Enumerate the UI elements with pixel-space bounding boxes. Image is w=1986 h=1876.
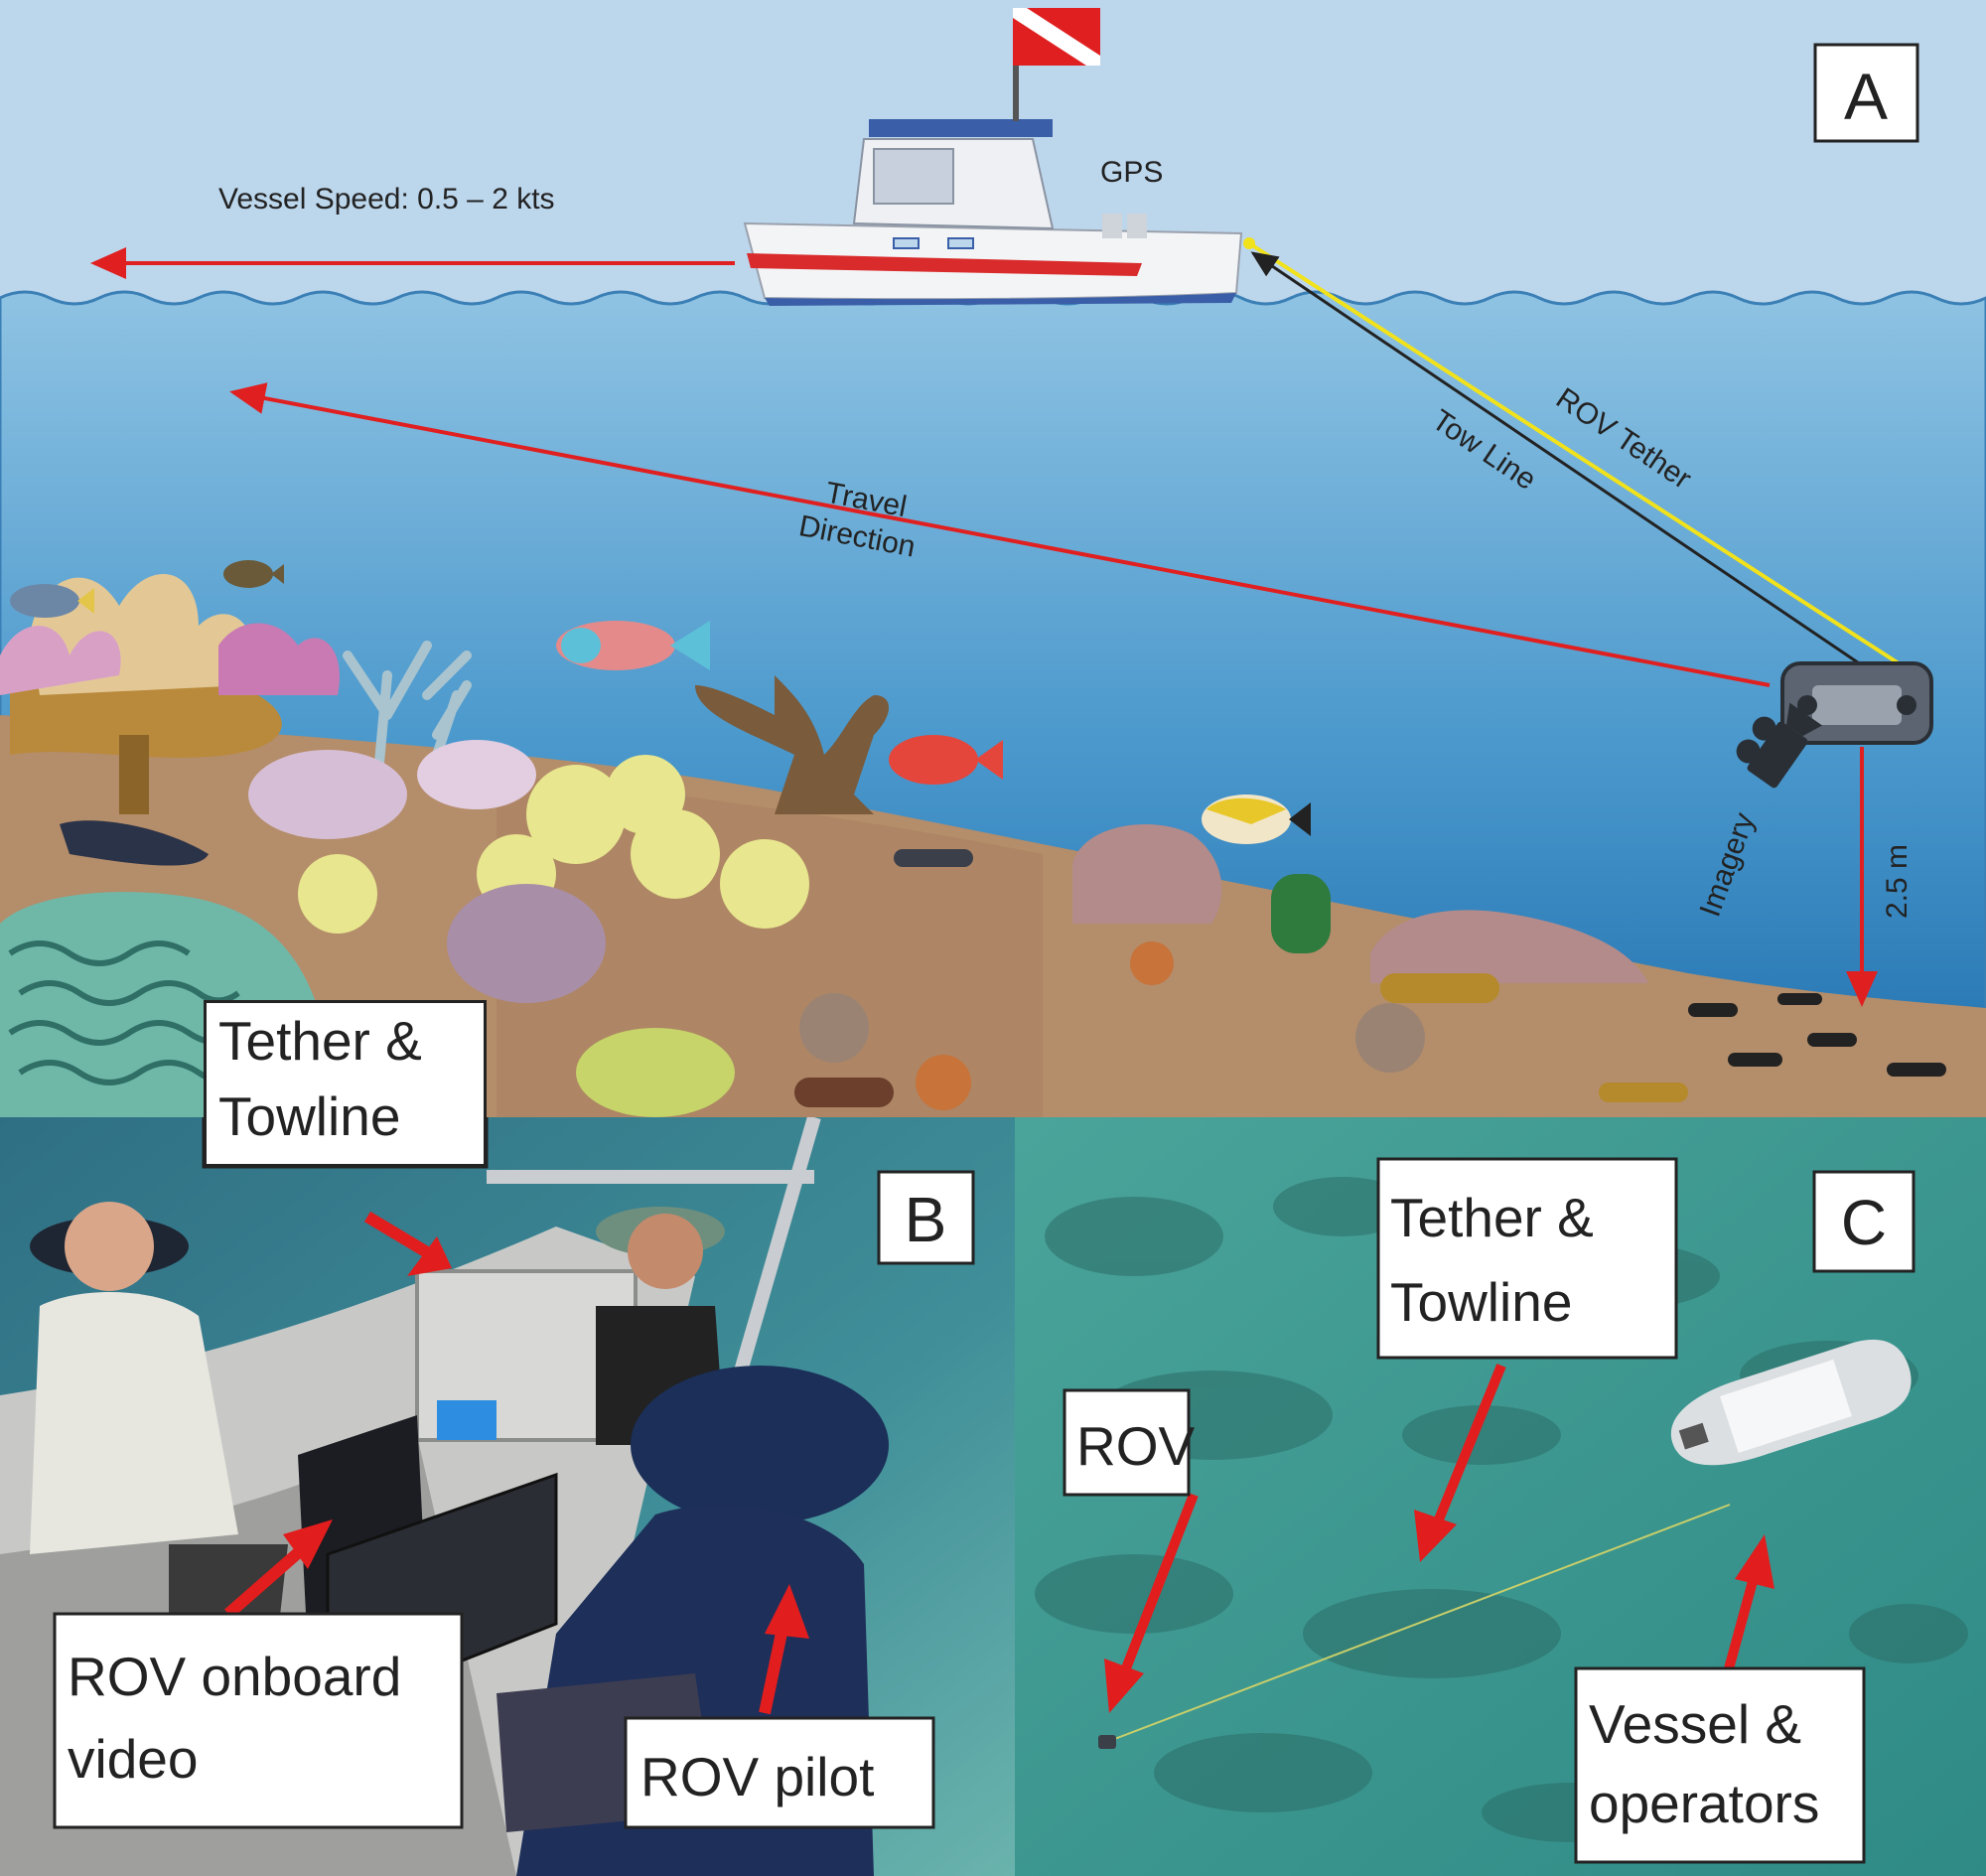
rov-label-box: [1063, 1388, 1191, 1497]
vessel-line2: operators: [1589, 1773, 1819, 1834]
rov-arrow: [1119, 1493, 1199, 1675]
tang-fish-icon: [223, 560, 284, 588]
urchin-icon: [916, 1055, 971, 1110]
tether-towline-arrow: [1432, 1364, 1506, 1526]
brown-coral-icon: [695, 675, 889, 814]
triggerfish-icon: [1202, 794, 1311, 844]
panel-a-letter: A: [1844, 60, 1888, 133]
panel-a-diagram: Vessel Speed: 0.5 – 2 kts GPS Travel Dir…: [0, 0, 1986, 1117]
vessel-speed-label: Vessel Speed: 0.5 – 2 kts: [218, 183, 555, 216]
panel-a-letter-box: [1813, 43, 1919, 143]
rov-arrowhead: [1104, 1659, 1144, 1713]
rov-onboard-arrow: [224, 1539, 312, 1619]
plate-coral-icon: [248, 750, 407, 839]
tether-towline-line2: Towline: [1390, 1271, 1572, 1333]
tether-towline-arrowhead: [407, 1236, 452, 1276]
plate-coral-icon: [417, 740, 536, 809]
rov-pilot-label-box: [624, 1716, 935, 1829]
mound-coral-icon: [1072, 824, 1222, 924]
person-left-icon: [30, 1202, 288, 1634]
mound-coral-icon: [1370, 910, 1648, 983]
boat-icon: [1670, 1339, 1912, 1466]
panel-a-svg: Vessel Speed: 0.5 – 2 kts GPS Travel Dir…: [0, 0, 1986, 1117]
tether-towline-overlay-line2: Towline: [218, 1085, 401, 1147]
vessel-arrow: [1720, 1572, 1760, 1685]
panel-b-svg: Tether & Towline B ROV onboard video ROV…: [0, 1117, 1015, 1876]
tow-line: [1250, 251, 1878, 677]
rov-icon: [1098, 1735, 1116, 1749]
surgeonfish-icon: [10, 584, 94, 618]
sea-cucumber-icon: [794, 849, 1946, 1107]
panel-b-letter-box: [877, 1170, 975, 1265]
urchin-icon: [1130, 941, 1174, 985]
mound-coral-icon: [447, 884, 606, 1003]
grouper-icon: [889, 735, 1003, 785]
vessel-arrowhead: [1735, 1534, 1774, 1589]
dive-flag-icon: [1013, 8, 1100, 66]
rov-pilot-arrowhead: [765, 1584, 809, 1639]
panel-b-photo: Tether & Towline B ROV onboard video ROV…: [0, 1117, 1015, 1876]
travel-direction-arrow: [229, 382, 1771, 687]
vessel-label-box: [1574, 1666, 1866, 1864]
rov-label: ROV: [1076, 1415, 1196, 1477]
tether-towline-label-box: [1376, 1157, 1678, 1360]
rov-onboard-label-box: [53, 1612, 464, 1829]
rov-icon: [1780, 661, 1933, 745]
panel-c-photo: ROV Tether & Towline C Vessel & operator…: [1015, 1117, 1986, 1876]
rov-onboard-arrowhead: [283, 1519, 333, 1569]
tether-towline-line1: Tether &: [1390, 1187, 1594, 1248]
camera-icon: [1736, 702, 1823, 789]
staghorn-coral-icon: [343, 641, 472, 790]
tether-towline-arrowhead: [1414, 1510, 1457, 1562]
rov-tether-line: [1247, 241, 1904, 667]
tether-towline-overlay-line1: Tether &: [218, 1010, 422, 1072]
panel-c-svg: ROV Tether & Towline C Vessel & operator…: [1015, 1117, 1986, 1876]
panel-b-top-label-overlay: Tether & Towline: [204, 1000, 487, 1167]
rov-pilot-label: ROV pilot: [640, 1746, 874, 1807]
laptop-icon: [298, 1400, 558, 1716]
tow-point-icon: [1243, 237, 1255, 249]
panel-b-letter: B: [905, 1184, 947, 1255]
green-coral-icon: [576, 1028, 735, 1117]
rov-onboard-line1: ROV onboard: [68, 1646, 401, 1707]
coral-reef-left-icon: [0, 573, 340, 866]
shell-coral-icon: [799, 993, 869, 1063]
panel-c-letter-box: [1812, 1170, 1915, 1273]
boat-icon: [743, 60, 1243, 306]
rov-onboard-line2: video: [68, 1728, 198, 1790]
height-label: 2.5 m: [1881, 844, 1914, 919]
panel-c-letter: C: [1841, 1187, 1887, 1258]
vessel-line1: Vessel &: [1589, 1693, 1801, 1755]
shell-coral-icon: [1355, 1003, 1425, 1073]
parrotfish-icon: [556, 621, 710, 670]
gps-label: GPS: [1100, 156, 1163, 189]
tether-line: [1103, 1504, 1731, 1744]
